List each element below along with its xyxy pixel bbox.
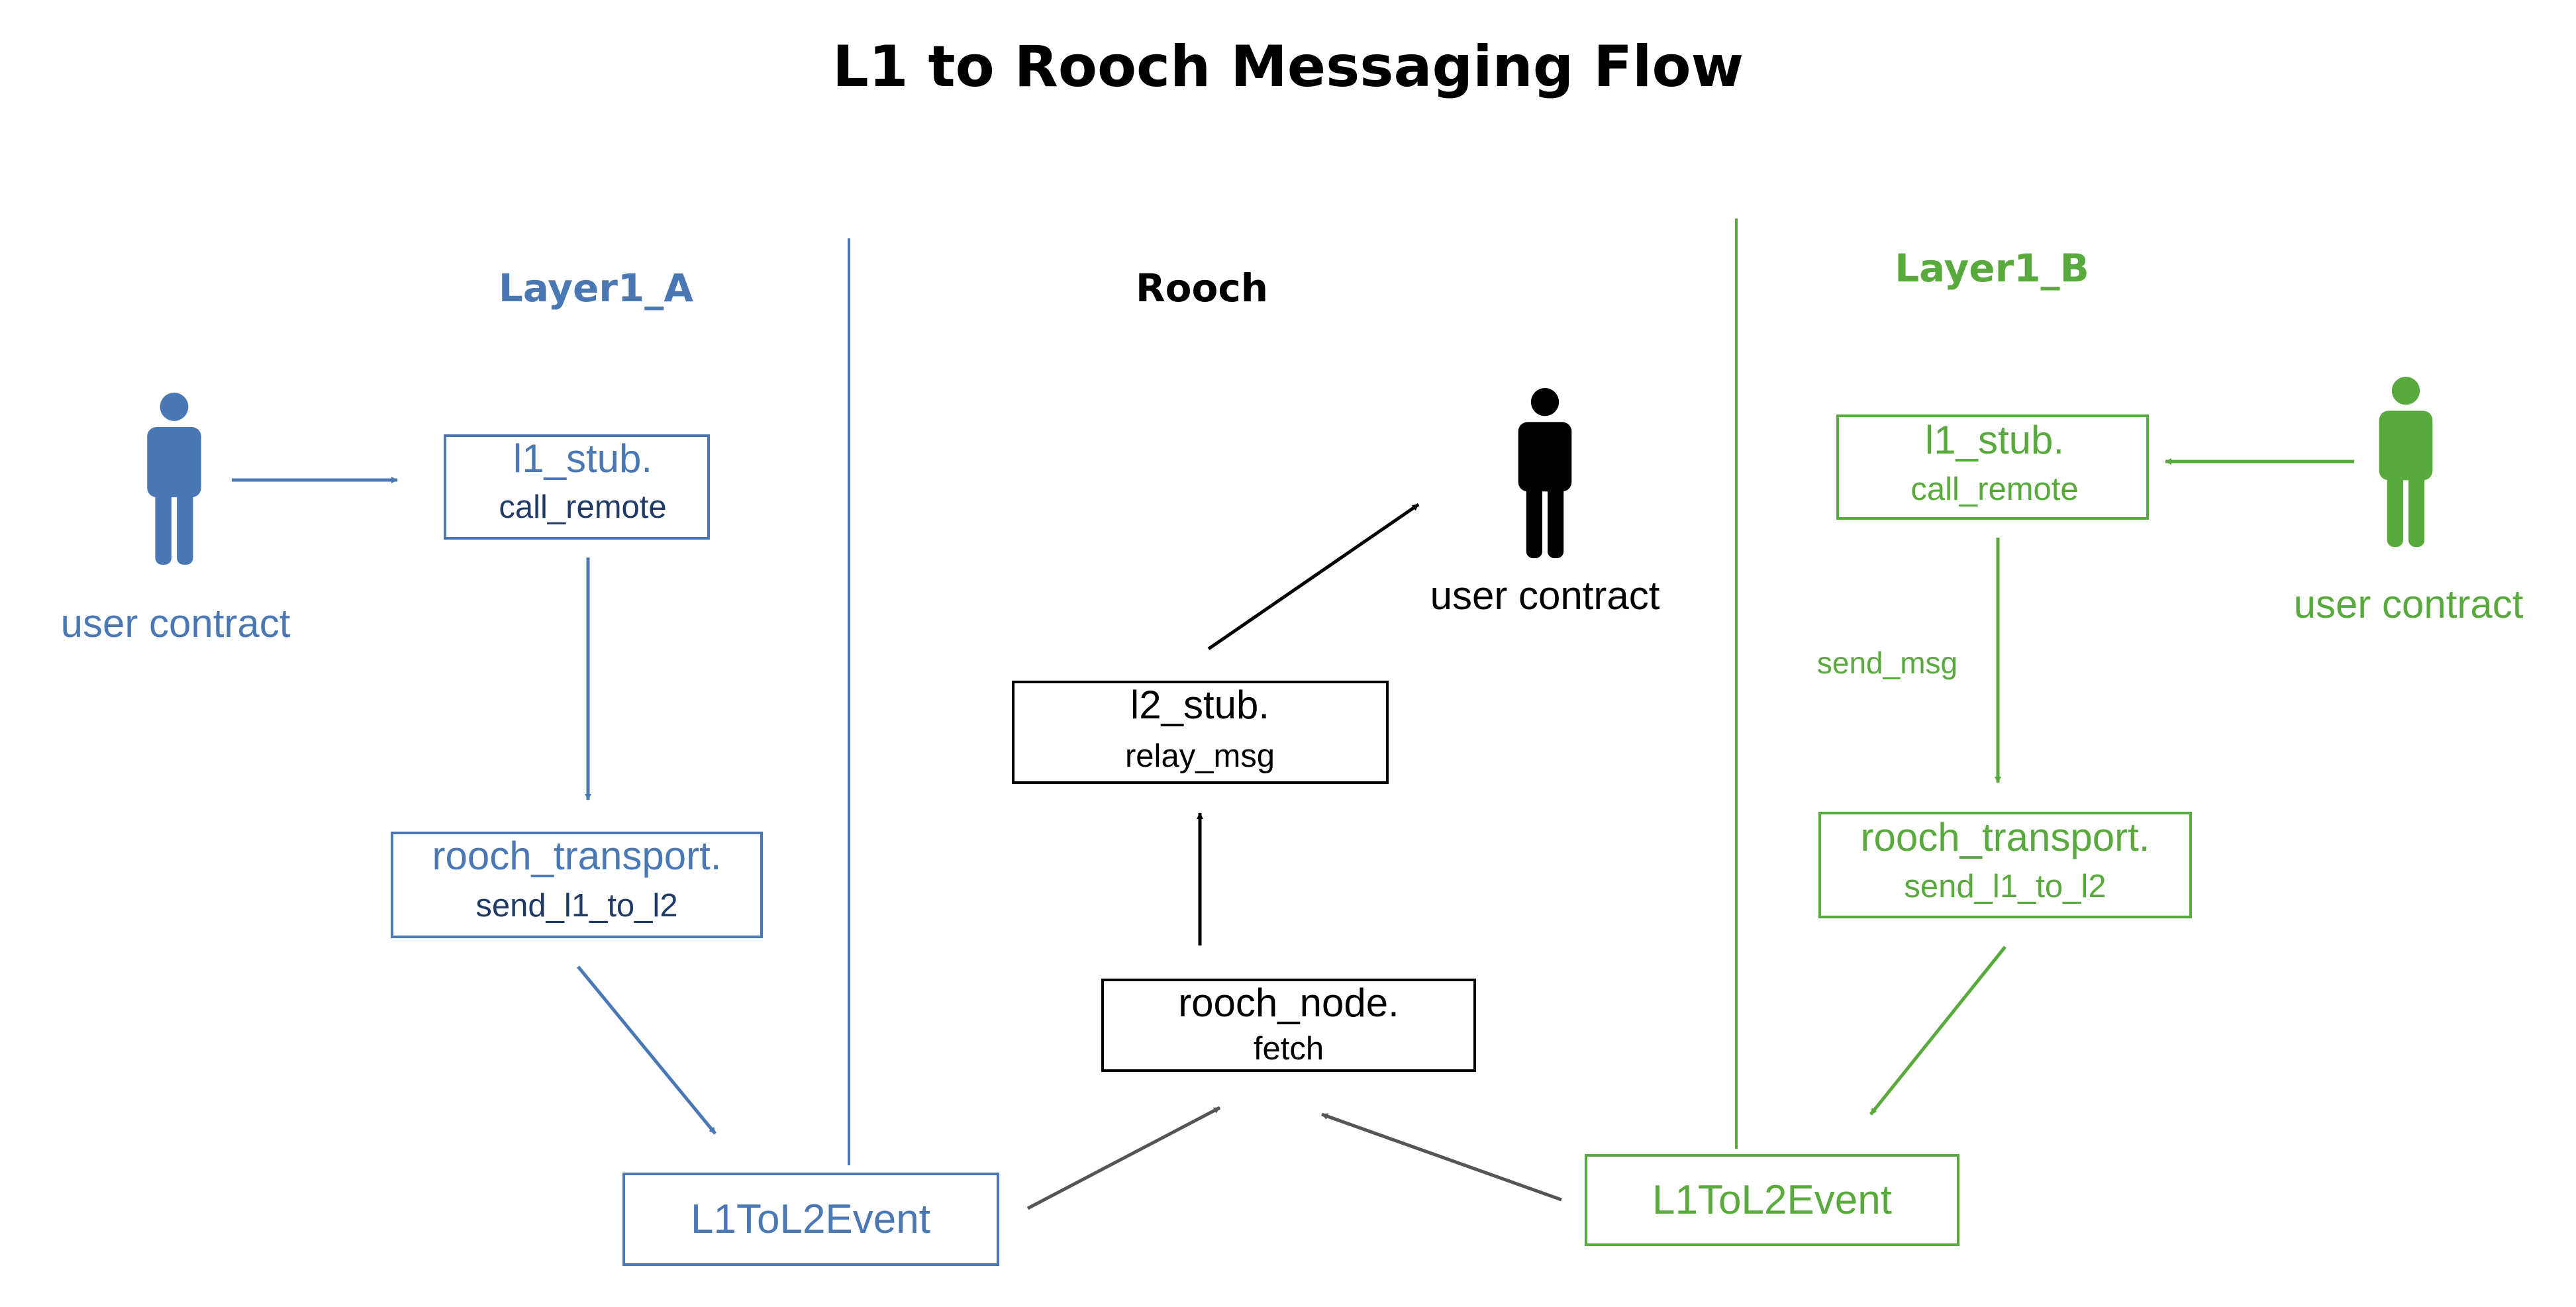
node-rooch-transport-b-line1: rooch_transport. (1861, 815, 2150, 859)
node-l2-stub[interactable]: l2_stub. relay_msg (1012, 681, 1389, 784)
edge-event-a-to-node (1026, 1106, 1221, 1210)
node-l1-stub-a[interactable]: l1_stub. call_remote (444, 434, 710, 540)
node-rooch-transport-a-line1: rooch_transport. (432, 834, 722, 878)
node-rooch-transport-b[interactable]: rooch_transport. send_l1_to_l2 (1818, 812, 2192, 918)
edge-transport-to-event-b (1869, 945, 2006, 1116)
lane-layer1-a: Layer1_A user contract l1_stub. call_rem… (61, 266, 999, 1266)
lane-title-rooch: Rooch (1136, 266, 1268, 311)
node-l2-stub-line1: l2_stub. (1130, 683, 1269, 727)
node-rooch-node-line1: rooch_node. (1178, 981, 1399, 1025)
lane-layer1-b: Layer1_B user contract l1_stub. call_rem… (1585, 246, 2524, 1246)
person-icon (147, 393, 201, 565)
node-l1-stub-b-line2: call_remote (1910, 471, 2078, 507)
person-icon (2379, 377, 2433, 547)
actor-label-rooch: user contract (1430, 573, 1660, 618)
node-event-a-label: L1ToL2Event (691, 1196, 930, 1242)
edge-event-b-to-node (1321, 1112, 1562, 1202)
node-rooch-node-line2: fetch (1254, 1031, 1324, 1067)
node-l1-stub-a-line2: call_remote (499, 489, 666, 525)
node-event-b-label: L1ToL2Event (1652, 1177, 1892, 1223)
node-l1-stub-b[interactable]: l1_stub. call_remote (1836, 414, 2149, 520)
node-rooch-transport-a[interactable]: rooch_transport. send_l1_to_l2 (391, 832, 763, 938)
actor-label-layer1-a: user contract (61, 601, 291, 646)
person-icon (1518, 388, 1572, 558)
edge-relay-to-user-rooch (1207, 503, 1420, 651)
node-rooch-node[interactable]: rooch_node. fetch (1101, 979, 1476, 1072)
lane-title-layer1-a: Layer1_A (499, 266, 693, 311)
node-l1-stub-b-line1: l1_stub. (1925, 418, 2064, 462)
lane-title-layer1-b: Layer1_B (1895, 246, 2089, 291)
edge-transport-to-event-a (577, 965, 717, 1135)
node-l1-stub-a-line1: l1_stub. (513, 436, 652, 481)
node-event-a[interactable]: L1ToL2Event (622, 1173, 999, 1266)
node-rooch-transport-a-line2: send_l1_to_l2 (475, 888, 677, 924)
node-rooch-transport-b-line2: send_l1_to_l2 (1904, 869, 2106, 904)
node-l2-stub-line2: relay_msg (1125, 738, 1275, 774)
node-event-b[interactable]: L1ToL2Event (1585, 1154, 1959, 1246)
edge-label-send-msg: send_msg (1817, 646, 1957, 680)
page-title: L1 to Rooch Messaging Flow (832, 34, 1744, 100)
lane-rooch: Rooch user contract l2_stub. relay_msg r… (1012, 266, 1660, 1210)
actor-label-layer1-b: user contract (2294, 582, 2524, 626)
